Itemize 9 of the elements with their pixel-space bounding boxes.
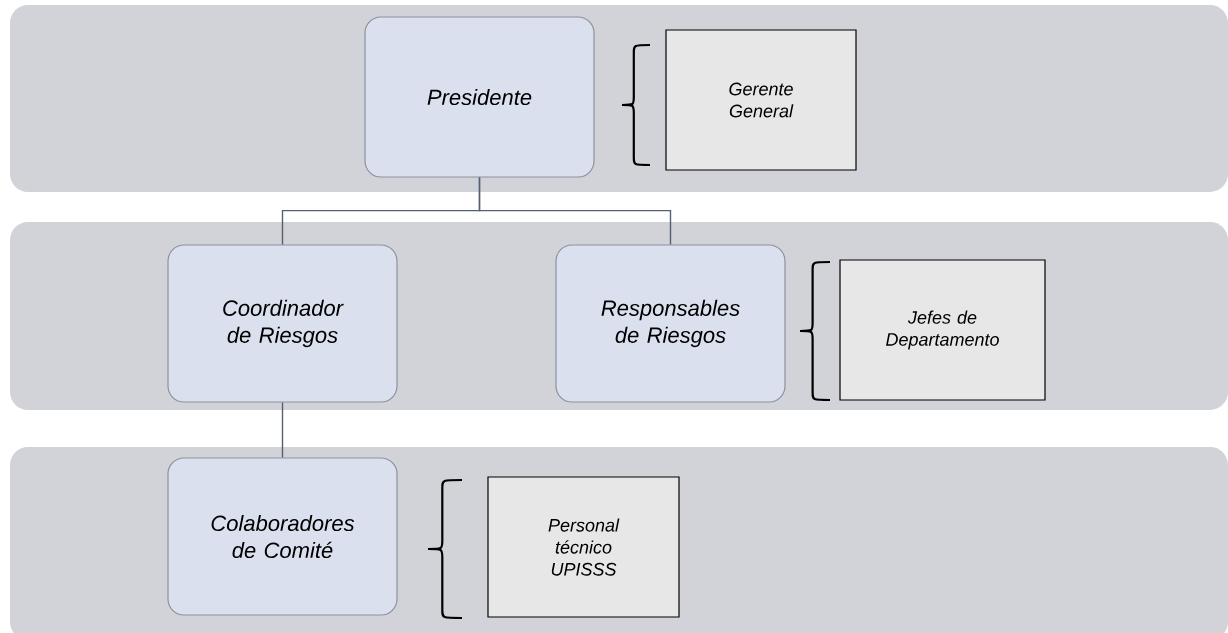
connector-line <box>281 401 284 459</box>
connector-line <box>478 176 672 246</box>
position-box: Presidente <box>364 16 595 178</box>
position-box: Responsables de Riesgos <box>555 244 786 403</box>
role-box: Jefes de Departamento <box>839 259 1046 401</box>
position-box: Coordinador de Riesgos <box>167 244 398 403</box>
position-box: Colaboradores de Comité <box>167 457 398 616</box>
role-box: Gerente General <box>665 29 857 171</box>
role-box: Personal técnico UPISSS <box>487 476 680 618</box>
